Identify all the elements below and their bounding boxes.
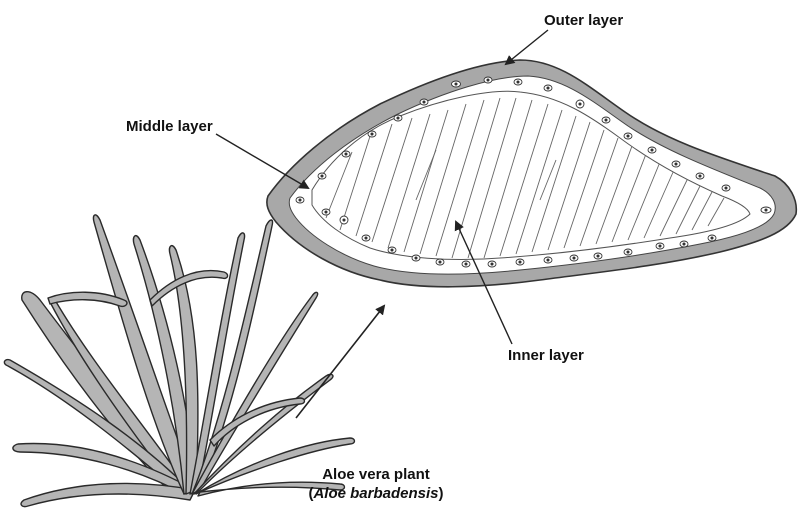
middle-layer-label: Middle layer xyxy=(126,118,213,136)
plant-scientific-name: Aloe barbadensis xyxy=(313,485,438,502)
cell-icon xyxy=(462,261,470,267)
cell-icon xyxy=(412,255,420,261)
plant-caption: Aloe vera plant (Aloe barbadensis) xyxy=(286,465,466,503)
cell-icon xyxy=(544,257,552,263)
cell-icon xyxy=(388,247,396,253)
outer-layer-leader xyxy=(506,30,548,64)
cell-icon xyxy=(296,197,304,203)
cell-icon xyxy=(544,85,552,91)
cell-icon xyxy=(696,173,704,179)
cell-icon xyxy=(656,243,664,249)
cell-icon xyxy=(576,100,584,108)
cell-icon xyxy=(516,259,524,265)
cell-icon xyxy=(514,79,522,85)
cell-icon xyxy=(452,81,461,87)
cell-icon xyxy=(602,117,610,123)
cell-icon xyxy=(761,207,771,213)
aloe-vera-plant-illustration xyxy=(4,215,354,507)
plant-scientific-line: (Aloe barbadensis) xyxy=(286,484,466,503)
cell-icon xyxy=(624,133,632,139)
cell-icon xyxy=(322,209,330,215)
cell-icon xyxy=(488,261,496,267)
cell-icon xyxy=(648,147,656,153)
plant-leaf xyxy=(21,483,195,506)
cell-icon xyxy=(342,151,350,157)
cell-icon xyxy=(594,253,602,259)
cell-icon xyxy=(624,249,632,255)
cell-icon xyxy=(420,99,428,105)
cell-icon xyxy=(680,241,688,247)
middle-layer-leader xyxy=(216,134,308,188)
plant-common-name: Aloe vera plant xyxy=(286,465,466,484)
outer-layer-label: Outer layer xyxy=(544,12,623,30)
cell-icon xyxy=(722,185,730,191)
cell-icon xyxy=(318,173,326,179)
cell-icon xyxy=(708,235,716,241)
scientific-close-paren: ) xyxy=(439,485,444,502)
cell-icon xyxy=(672,161,680,167)
cell-icon xyxy=(394,115,402,121)
plant-to-leaf-arrow xyxy=(296,306,384,418)
inner-layer-label: Inner layer xyxy=(508,347,584,365)
cell-icon xyxy=(340,216,348,224)
cell-icon xyxy=(368,131,376,137)
cell-icon xyxy=(362,235,370,241)
cell-icon xyxy=(436,259,444,265)
cell-icon xyxy=(570,255,578,261)
cell-icon xyxy=(484,77,492,83)
